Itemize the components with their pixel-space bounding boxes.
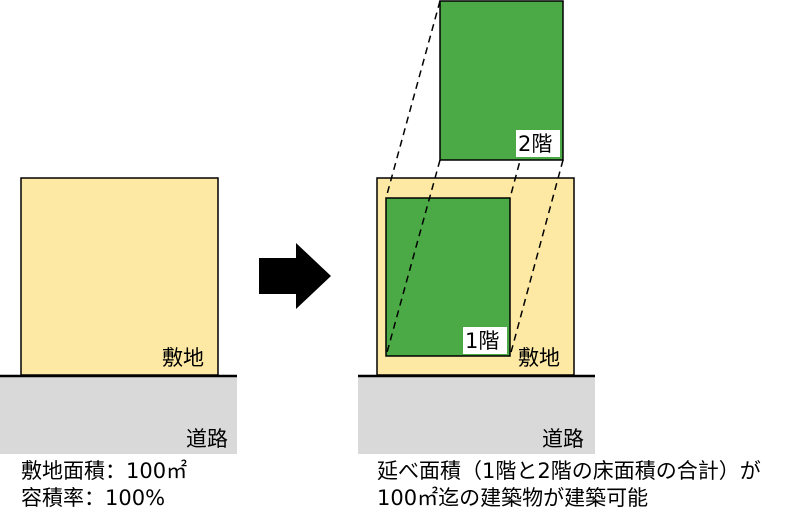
- projection-line: [385, 159, 441, 357]
- left-site-area: [20, 177, 219, 376]
- right-road: [358, 376, 595, 454]
- left-road: [0, 376, 237, 454]
- right-arrow-icon: [259, 243, 331, 309]
- right-caption-line2: 100㎡迄の建築物が建築可能: [377, 486, 649, 510]
- first-floor-label-bg: [463, 327, 507, 354]
- first-floor-label: 1階: [465, 329, 499, 353]
- second-floor-label: 2階: [518, 132, 552, 156]
- projection-line: [509, 159, 564, 357]
- right-road-label: 道路: [542, 427, 584, 451]
- left-caption-line1: 敷地面積：100㎡: [21, 459, 188, 483]
- right-site-label: 敷地: [518, 346, 560, 370]
- right-caption-line1: 延べ面積（1階と2階の床面積の合計）が: [377, 459, 761, 483]
- second-floor-label-bg: [516, 130, 560, 157]
- left-panel: 敷地 道路: [0, 177, 237, 454]
- left-site-label: 敷地: [162, 346, 204, 370]
- projection-line: [385, 0, 441, 199]
- left-road-label: 道路: [186, 427, 228, 451]
- right-panel: 2階 1階 敷地 道路: [358, 0, 595, 454]
- left-caption-line2: 容積率：100%: [21, 486, 166, 510]
